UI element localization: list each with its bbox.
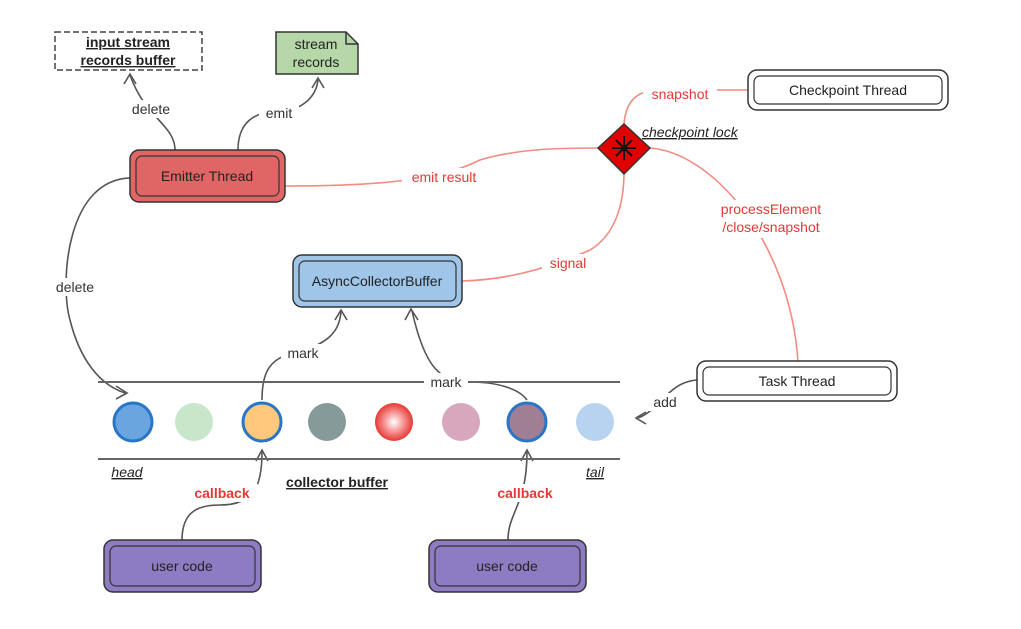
lock-star-icon xyxy=(612,136,636,160)
label-mark-left: mark xyxy=(287,345,319,361)
label-signal: signal xyxy=(550,255,587,271)
emitter-thread-node: Emitter Thread xyxy=(129,149,286,203)
stream-records-label-2: records xyxy=(293,54,340,70)
edge-labels: delete emit delete emit result snapshot … xyxy=(48,85,834,502)
input-buffer-label-1: input stream xyxy=(86,34,170,50)
edge-callback-left xyxy=(181,451,263,541)
user-code-left-node: user code xyxy=(103,539,262,593)
collector-buffer-label: collector buffer xyxy=(286,474,388,490)
collector-buffer-track xyxy=(98,381,620,460)
arrowhead-delete-left xyxy=(115,385,129,400)
label-emit: emit xyxy=(266,105,293,121)
edge-delete-top xyxy=(129,74,176,151)
emitter-thread-label: Emitter Thread xyxy=(161,168,253,184)
edge-signal xyxy=(461,171,625,282)
label-callback-left: callback xyxy=(194,485,249,501)
buffer-element xyxy=(308,403,346,441)
buffer-element-head xyxy=(112,401,154,443)
input-buffer-label-2: records buffer xyxy=(81,52,176,68)
arrowhead-mark-left xyxy=(334,308,348,321)
label-mark-right: mark xyxy=(430,374,462,390)
edge-delete-left xyxy=(65,177,136,394)
stream-records-node: stream records xyxy=(275,31,359,75)
arrowhead-emit xyxy=(311,76,325,89)
buffer-element xyxy=(442,403,480,441)
label-add: add xyxy=(653,394,676,410)
label-process-element-1: processElement xyxy=(721,201,821,217)
user-code-left-label: user code xyxy=(151,558,213,574)
async-collector-buffer-node: AsyncCollectorBuffer xyxy=(292,254,463,308)
arrowhead-delete-top xyxy=(123,72,137,85)
buffer-element xyxy=(375,403,413,441)
buffer-elements xyxy=(112,401,614,443)
async-collector-buffer-label: AsyncCollectorBuffer xyxy=(312,273,443,289)
user-code-right-node: user code xyxy=(428,539,587,593)
task-thread-label: Task Thread xyxy=(759,373,836,389)
label-delete-top: delete xyxy=(132,101,170,117)
arrowhead-callback-left xyxy=(255,448,269,462)
buffer-element-tail xyxy=(576,403,614,441)
label-delete-left: delete xyxy=(56,279,94,295)
checkpoint-lock-label: checkpoint lock xyxy=(642,124,739,140)
checkpoint-thread-node: Checkpoint Thread xyxy=(747,69,949,111)
label-process-element-2: /close/snapshot xyxy=(722,219,819,235)
arrowhead-add xyxy=(634,411,647,425)
buffer-element xyxy=(506,401,548,443)
arrowhead-mark-right xyxy=(404,307,419,321)
buffer-element xyxy=(175,403,213,441)
edge-process-element xyxy=(647,147,799,363)
label-callback-right: callback xyxy=(497,485,552,501)
input-buffer-node: input stream records buffer xyxy=(54,31,203,71)
stream-records-label-1: stream xyxy=(295,36,338,52)
arrowhead-callback-right xyxy=(520,448,534,462)
buffer-tail-label: tail xyxy=(586,464,605,480)
label-emit-result: emit result xyxy=(412,169,477,185)
user-code-right-label: user code xyxy=(476,558,538,574)
edge-callback-right xyxy=(507,451,528,541)
buffer-head-label: head xyxy=(111,464,143,480)
task-thread-node: Task Thread xyxy=(696,360,898,402)
checkpoint-lock-node: checkpoint lock xyxy=(596,122,739,176)
label-snapshot: snapshot xyxy=(652,86,709,102)
buffer-element xyxy=(241,401,283,443)
checkpoint-thread-label: Checkpoint Thread xyxy=(789,82,907,98)
edge-emit-result xyxy=(284,147,601,187)
